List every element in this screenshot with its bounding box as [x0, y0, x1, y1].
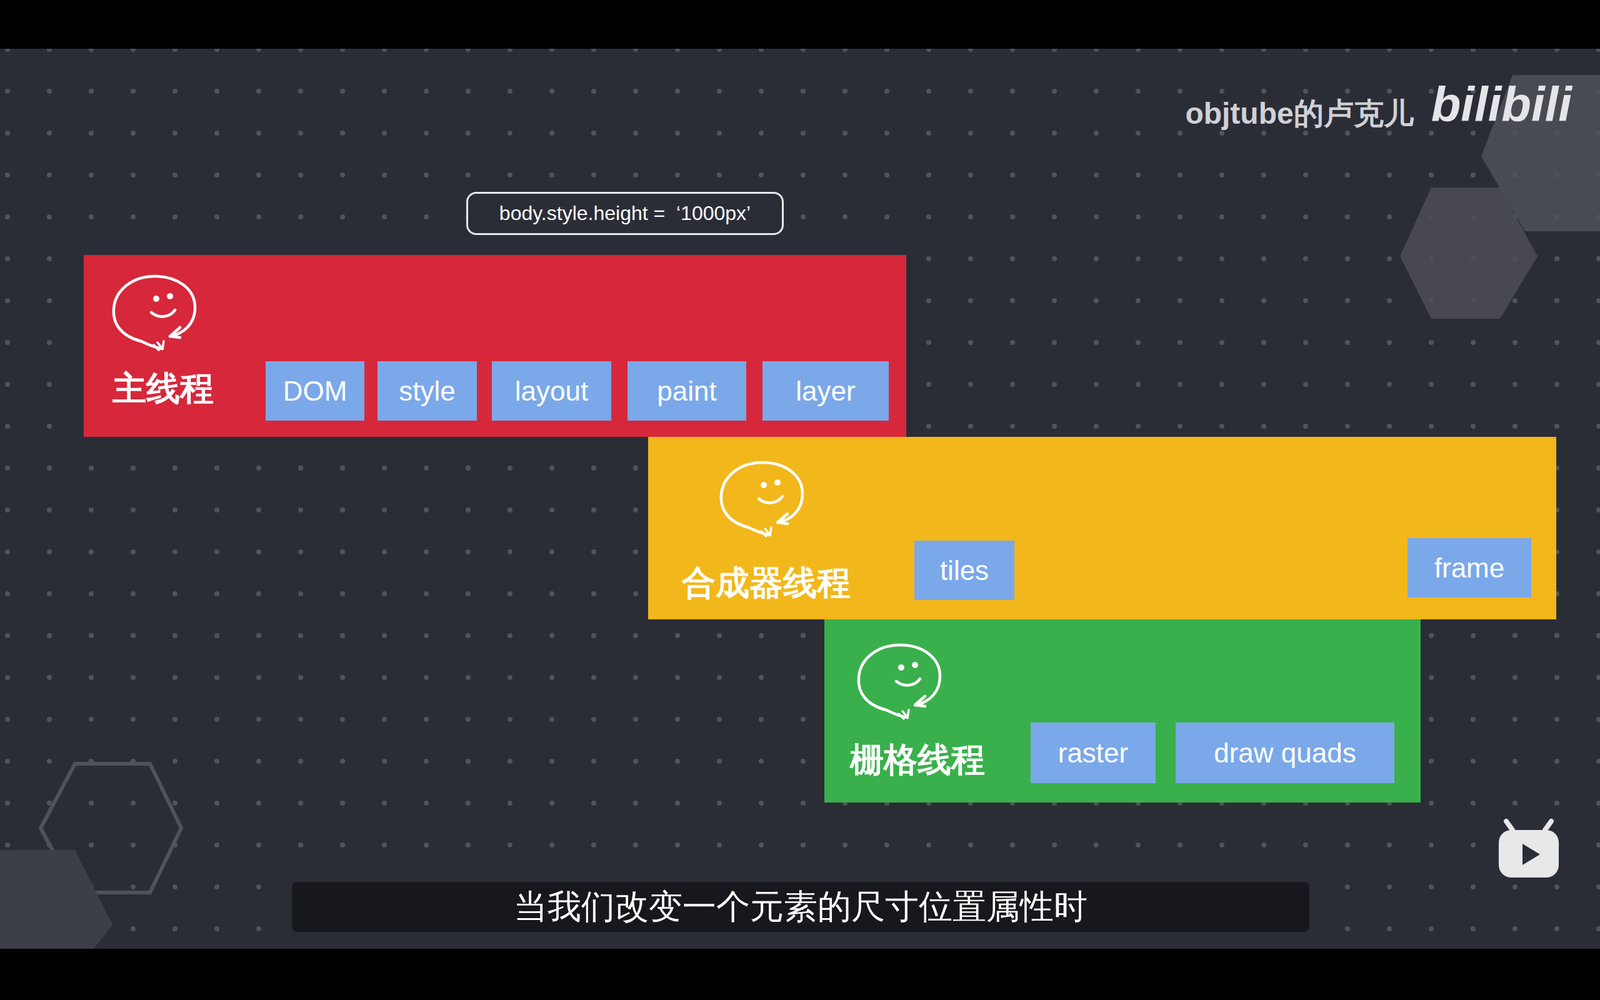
step-box: style	[377, 361, 477, 421]
step-label: layout	[515, 375, 589, 407]
thread-name: 栅格线程	[850, 737, 985, 784]
subtitle-text: 当我们改变一个元素的尺寸位置属性时	[513, 884, 1088, 930]
step-label: paint	[656, 375, 717, 407]
thread-band: 合成器线程 tiles frame	[648, 436, 1557, 620]
step-label: style	[398, 375, 455, 407]
step-box: frame	[1407, 538, 1532, 598]
step-label: DOM	[283, 375, 348, 407]
subtitle-bar: 当我们改变一个元素的尺寸位置属性时	[291, 881, 1310, 932]
code-text: body.style.height = ‘1000px’	[499, 201, 751, 225]
smiley-icon	[717, 457, 807, 540]
watermark-text: objtube的卢克儿	[1185, 93, 1414, 134]
thread-band: 栅格线程 raster draw quads	[824, 619, 1421, 803]
step-label: layer	[795, 375, 855, 407]
thread-name: 主线程	[112, 366, 214, 412]
step-box: DOM	[265, 361, 365, 421]
step-box: draw quads	[1175, 722, 1395, 784]
step-box: layout	[491, 361, 612, 421]
step-label: frame	[1434, 552, 1505, 584]
thread-name: 合成器线程	[681, 560, 851, 607]
step-box: tiles	[914, 540, 1015, 600]
step-box: layer	[762, 361, 889, 421]
smiley-icon	[110, 271, 199, 354]
bilibili-logo: bilibili	[1431, 76, 1572, 134]
smiley-icon	[855, 640, 944, 722]
step-label: draw quads	[1213, 737, 1356, 769]
code-box: body.style.height = ‘1000px’	[466, 191, 784, 235]
step-label: tiles	[940, 555, 989, 587]
step-box: raster	[1030, 722, 1156, 784]
thread-band: 主线程 DOM style layout paint layer	[83, 255, 907, 437]
step-box: paint	[627, 361, 747, 421]
step-label: raster	[1058, 737, 1129, 769]
